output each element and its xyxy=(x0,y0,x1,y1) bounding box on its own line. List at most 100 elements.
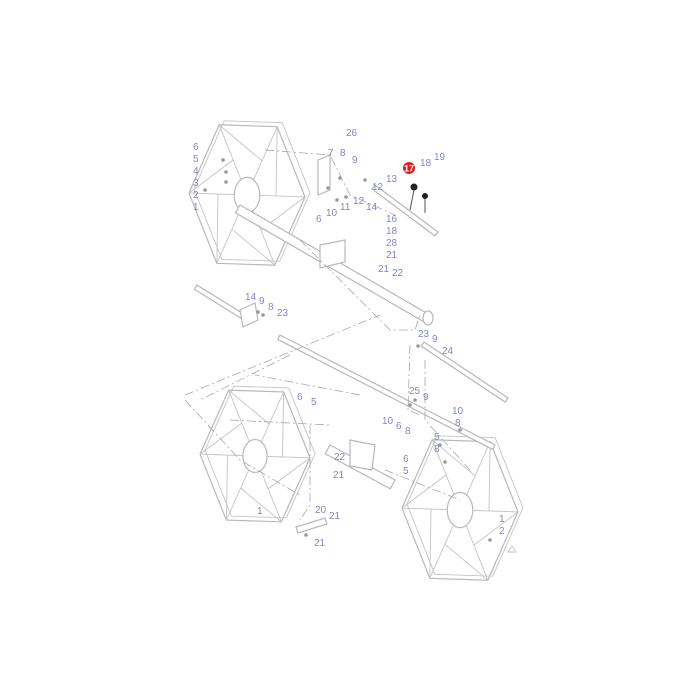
callout-label: 12 xyxy=(372,182,384,193)
callout-label: 24 xyxy=(442,346,454,357)
callout-label: 8 xyxy=(405,426,411,437)
callout-label: 9 xyxy=(423,392,429,403)
wheel-brace xyxy=(275,126,278,196)
callout-label: 6 xyxy=(396,421,402,432)
callout-label: 8 xyxy=(268,302,274,313)
bolt xyxy=(488,538,492,542)
wheel-bottom-left xyxy=(199,385,316,523)
orientation-icon xyxy=(507,545,517,553)
wheel-hub xyxy=(242,438,268,474)
bolt xyxy=(256,310,260,314)
wheel-brace xyxy=(231,228,276,266)
small-bracket xyxy=(295,517,328,534)
callout-label: 3 xyxy=(193,178,199,189)
callout-label: 1 xyxy=(257,506,263,517)
callout-label: 8 xyxy=(434,444,440,455)
callout-label: 13 xyxy=(386,174,398,185)
bolt xyxy=(221,158,225,162)
bolt xyxy=(438,443,442,447)
callout-label: 7 xyxy=(328,148,334,159)
assembly-line xyxy=(299,425,311,521)
callout-label: 16 xyxy=(386,214,398,225)
assembly-line xyxy=(299,239,421,331)
callout-label: 28 xyxy=(386,238,398,249)
clamp-knob xyxy=(410,183,418,191)
wheel-brace xyxy=(228,389,270,425)
callout-label: 5 xyxy=(193,154,199,165)
highlight-marker xyxy=(403,162,415,174)
coupling-left xyxy=(239,302,259,328)
callout-label: 21 xyxy=(386,250,398,261)
bolt xyxy=(304,533,308,537)
clamp-rod xyxy=(409,189,415,211)
callout-label: 9 xyxy=(432,334,438,345)
wheel-brace xyxy=(488,441,491,511)
callout-label: 22 xyxy=(334,452,346,463)
callout-label: 19 xyxy=(434,152,446,163)
callout-label: 9 xyxy=(352,155,358,166)
clamp-knob xyxy=(422,193,428,199)
wheel-brace xyxy=(188,159,234,194)
callout-label: 25 xyxy=(409,386,421,397)
assembly-line xyxy=(384,469,461,501)
callout-label: 12 xyxy=(353,196,365,207)
right-beam xyxy=(420,341,509,403)
bolt xyxy=(416,344,420,348)
wheel-brace xyxy=(429,509,432,579)
wheel-brace xyxy=(282,391,285,457)
callout-label: 18 xyxy=(420,158,432,169)
callout-label: 8 xyxy=(340,148,346,159)
callout-label: 10 xyxy=(326,208,338,219)
callout-label: 20 xyxy=(315,505,327,516)
wheel-brace xyxy=(218,124,263,162)
bolt xyxy=(224,170,228,174)
bolt xyxy=(261,313,265,317)
callout-label: 26 xyxy=(346,128,358,139)
assembly-line xyxy=(184,399,301,496)
bolt xyxy=(443,460,447,464)
callout-label: 23 xyxy=(277,308,289,319)
callout-label: 2 xyxy=(499,526,505,537)
callout-label-highlighted: 17 xyxy=(404,164,414,174)
callout-label: 21 xyxy=(329,511,341,522)
bolt xyxy=(458,428,462,432)
wheel-brace xyxy=(225,455,228,521)
assembly-line xyxy=(254,374,361,396)
bolt xyxy=(363,178,367,182)
callout-label: 4 xyxy=(193,166,199,177)
callout-label: 5 xyxy=(311,397,317,408)
bolt xyxy=(224,180,228,184)
callout-label: 10 xyxy=(382,416,394,427)
wheel-brace xyxy=(444,543,489,581)
wheel-brace xyxy=(216,194,219,264)
bolt xyxy=(408,403,412,407)
assembly-line xyxy=(184,314,381,396)
assembly-line xyxy=(407,344,421,416)
bolt xyxy=(344,195,348,199)
wheel-hub xyxy=(446,491,474,529)
assembly-line xyxy=(264,149,396,216)
callout-label: 21 xyxy=(333,470,345,481)
callout-label: 21 xyxy=(378,264,390,275)
callout-label: 1 xyxy=(193,202,199,213)
callout-label: 14 xyxy=(245,292,257,303)
callout-label: 5 xyxy=(434,432,440,443)
callout-label: 6 xyxy=(316,214,322,225)
callout-label: 18 xyxy=(386,226,398,237)
callout-label: 6 xyxy=(193,142,199,153)
callout-label: 21 xyxy=(314,538,326,549)
callout-label: 22 xyxy=(392,268,404,279)
assembly-line xyxy=(424,360,471,471)
wheel-brace xyxy=(267,457,311,490)
callout-label: 23 xyxy=(418,329,430,340)
upper-bracket xyxy=(317,154,331,196)
callout-label: 10 xyxy=(452,406,464,417)
bolt xyxy=(326,186,330,190)
top-beam xyxy=(371,184,439,237)
callout-label: 11 xyxy=(340,202,351,213)
bolt xyxy=(203,188,207,192)
callout-label: 2 xyxy=(193,190,199,201)
bolt xyxy=(413,398,417,402)
